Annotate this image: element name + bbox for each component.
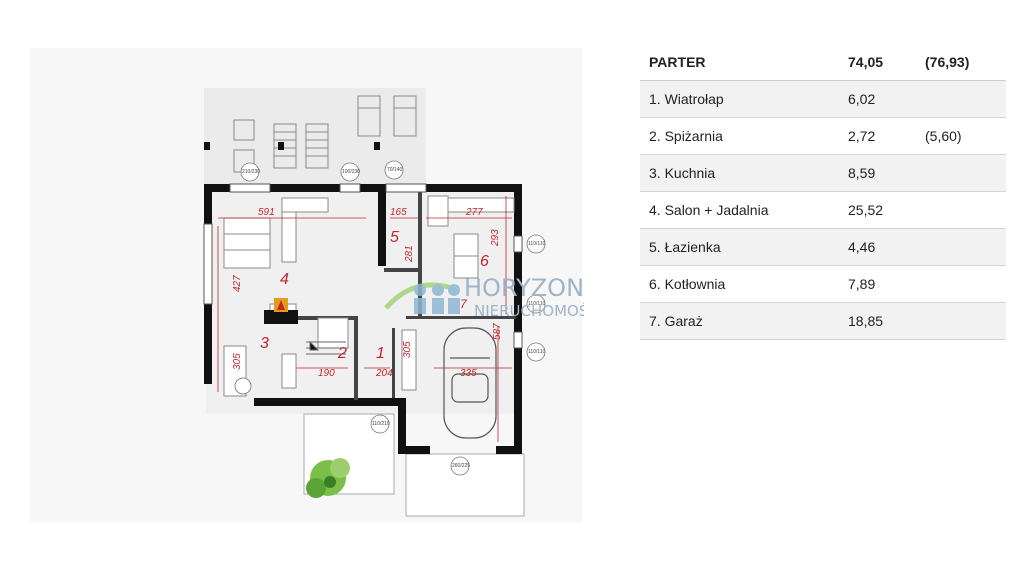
opening-markers [240, 160, 546, 476]
dim-165: 165 [390, 207, 407, 218]
header-area: 74,05 [839, 44, 916, 81]
opening-100-230: 100/230 [342, 169, 360, 175]
garden-bush [306, 458, 350, 498]
room-number-6: 6 [480, 253, 489, 270]
dim-305-right: 305 [402, 341, 413, 358]
dim-204: 204 [375, 368, 393, 379]
room-alt-area: (5,60) [916, 117, 1006, 155]
room-name: 7. Garaż [640, 302, 839, 340]
room-alt-area [916, 265, 1006, 303]
stairs [306, 340, 346, 355]
opening-260-225: 260/225 [452, 463, 470, 469]
room-name: 2. Spiżarnia [640, 117, 839, 155]
floor-plan: 4 3 2 1 5 6 7 591 165 277 293 281 427 30… [28, 46, 584, 526]
room-name: 4. Salon + Jadalnia [640, 191, 839, 229]
room-number-5: 5 [390, 229, 399, 246]
table-row: 5. Łazienka 4,46 [640, 228, 1006, 266]
table-row: 6. Kotłownia 7,89 [640, 265, 1006, 303]
watermark-logo [384, 282, 460, 314]
room-alt-area [916, 228, 1006, 266]
header-name: PARTER [640, 44, 839, 81]
table-header-row: PARTER 74,05 (76,93) [640, 44, 1006, 81]
table-row: 7. Garaż 18,85 [640, 302, 1006, 340]
room-area: 7,89 [839, 265, 916, 303]
dim-293: 293 [490, 229, 501, 247]
room-number-2: 2 [337, 345, 347, 362]
room-number-4: 4 [280, 271, 289, 288]
watermark-text-line1: HORYZONT [464, 274, 584, 302]
room-name: 1. Wiatrołap [640, 80, 839, 118]
dim-427: 427 [232, 275, 243, 292]
room-alt-area [916, 302, 1006, 340]
room-area: 25,52 [839, 191, 916, 229]
table-row: 2. Spiżarnia 2,72 (5,60) [640, 117, 1006, 155]
table-row: 4. Salon + Jadalnia 25,52 [640, 191, 1006, 229]
room-name: 6. Kotłownia [640, 265, 839, 303]
room-area-table: PARTER 74,05 (76,93) 1. Wiatrołap 6,02 2… [640, 44, 1006, 340]
room-number-3: 3 [260, 335, 269, 352]
watermark-text-line2: NIERUCHOMOŚCI [474, 301, 584, 320]
room-area: 6,02 [839, 80, 916, 118]
room-alt-area [916, 191, 1006, 229]
opening-110-210: 110/210 [372, 421, 390, 427]
room-area: 18,85 [839, 302, 916, 340]
opening-210-230: 210/230 [242, 169, 260, 175]
room-alt-area [916, 154, 1006, 192]
exterior-walls [204, 184, 522, 454]
table-row: 3. Kuchnia 8,59 [640, 154, 1006, 192]
dim-591: 591 [258, 207, 275, 218]
opening-110-110-c: 110/110 [528, 349, 546, 355]
car [443, 327, 497, 439]
room-area: 2,72 [839, 117, 916, 155]
windows [203, 183, 523, 349]
room-name: 5. Łazienka [640, 228, 839, 266]
room-area: 8,59 [839, 154, 916, 192]
room-number-1: 1 [376, 345, 385, 362]
opening-70-140: 70/140 [387, 167, 403, 173]
room-number-7: 7 [460, 297, 468, 311]
furniture [223, 195, 515, 397]
room-area: 4,46 [839, 228, 916, 266]
dim-281: 281 [404, 245, 415, 263]
header-alt: (76,93) [916, 44, 1006, 81]
dim-335: 335 [460, 368, 477, 379]
dim-190: 190 [318, 368, 335, 379]
table-row: 1. Wiatrołap 6,02 [640, 80, 1006, 118]
terrace-posts [204, 142, 380, 150]
opening-110-110-b: 110/110 [528, 301, 546, 307]
dim-587: 587 [492, 323, 503, 340]
room-name: 3. Kuchnia [640, 154, 839, 192]
dim-305-left: 305 [232, 353, 243, 370]
opening-110-110-a: 110/110 [528, 241, 546, 247]
room-alt-area [916, 80, 1006, 118]
dim-277: 277 [465, 207, 483, 218]
loungers [233, 95, 417, 173]
dimension-lines [217, 196, 512, 442]
fireplace [264, 298, 298, 324]
